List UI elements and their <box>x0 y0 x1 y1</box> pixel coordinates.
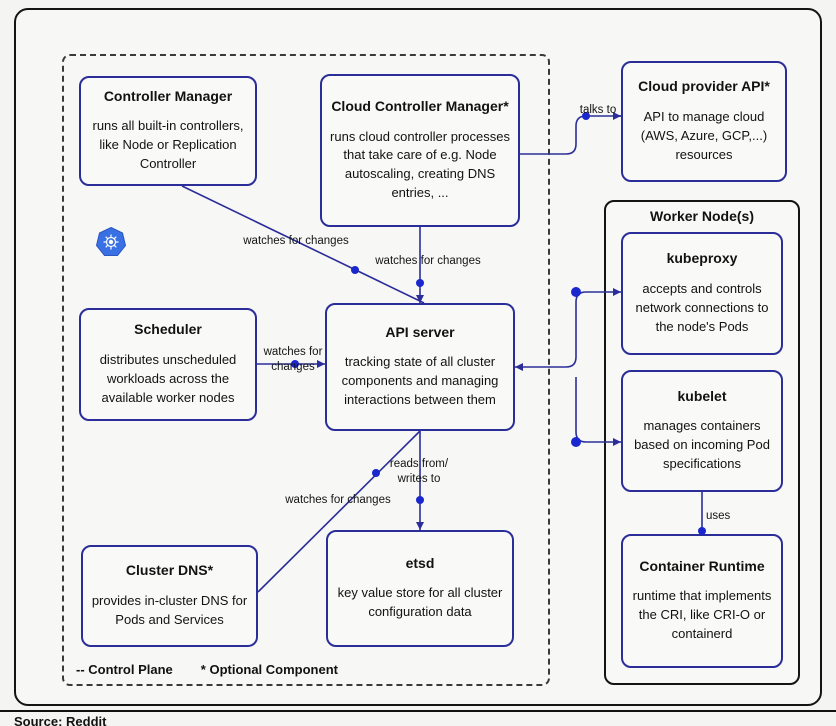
node-desc: manages containers based on incoming Pod… <box>634 418 770 472</box>
legend-control-plane: -- Control Plane <box>76 662 173 677</box>
node-desc: API to manage cloud (AWS, Azure, GCP,...… <box>640 108 768 162</box>
node-scheduler[interactable]: Scheduler distributes unscheduled worklo… <box>79 308 257 421</box>
node-title: Scheduler <box>134 321 202 338</box>
node-title: Cloud provider API* <box>638 78 770 95</box>
edge-label-uses: uses <box>706 510 731 522</box>
node-cluster-dns[interactable]: Cluster DNS* provides in-cluster DNS for… <box>81 545 258 647</box>
edge-label-talks-to: talks to <box>579 104 617 116</box>
node-etcd[interactable]: etsd key value store for all cluster con… <box>326 530 514 647</box>
worker-node-title: Worker Node(s) <box>650 208 754 224</box>
kubernetes-logo <box>95 226 127 258</box>
node-controller-manager[interactable]: Controller Manager runs all built-in con… <box>79 76 257 186</box>
node-title: Cloud Controller Manager* <box>331 98 509 115</box>
node-title: Controller Manager <box>103 87 233 104</box>
edge-label-reads-writes: reads from/ writes to <box>389 458 449 485</box>
node-desc: runs cloud controller processes that tak… <box>330 128 510 201</box>
edge-label-scheduler-watches: watches for changes <box>263 346 323 373</box>
node-desc: distributes unscheduled workloads across… <box>99 351 237 405</box>
node-cloud-controller-manager[interactable]: Cloud Controller Manager* runs cloud con… <box>320 74 520 227</box>
source-caption: Source: Reddit <box>14 714 107 726</box>
node-desc: runs all built-in controllers, like Node… <box>92 118 244 172</box>
footer-divider <box>0 710 836 712</box>
edge-label-dns-watches: watches for changes <box>285 494 391 506</box>
node-title: Container Runtime <box>639 557 765 574</box>
node-title: API server <box>385 323 455 340</box>
node-title: kubeproxy <box>666 250 738 267</box>
node-desc: tracking state of all cluster components… <box>341 354 499 408</box>
node-desc: provides in-cluster DNS for Pods and Ser… <box>91 592 248 627</box>
node-container-runtime[interactable]: Container Runtime runtime that implement… <box>621 534 783 668</box>
control-plane-region <box>62 54 550 686</box>
node-kubeproxy[interactable]: kubeproxy accepts and controls network c… <box>621 232 783 355</box>
node-api-server[interactable]: API server tracking state of all cluster… <box>325 303 515 431</box>
edge-label-ccm-watches: watches for changes <box>375 255 481 267</box>
node-cloud-provider-api[interactable]: Cloud provider API* API to manage cloud … <box>621 61 787 182</box>
node-title: etsd <box>405 554 435 571</box>
node-desc: accepts and controls network connections… <box>635 280 769 334</box>
node-desc: runtime that implements the CRI, like CR… <box>632 588 772 642</box>
node-title: Cluster DNS* <box>125 562 214 579</box>
edge-label-cm-watches: watches for changes <box>243 235 349 247</box>
legend: -- Control Plane * Optional Component <box>76 662 338 677</box>
node-desc: key value store for all cluster configur… <box>337 585 503 620</box>
node-title: kubelet <box>677 387 727 404</box>
node-kubelet[interactable]: kubelet manages containers based on inco… <box>621 370 783 492</box>
legend-optional-component: * Optional Component <box>200 662 338 677</box>
